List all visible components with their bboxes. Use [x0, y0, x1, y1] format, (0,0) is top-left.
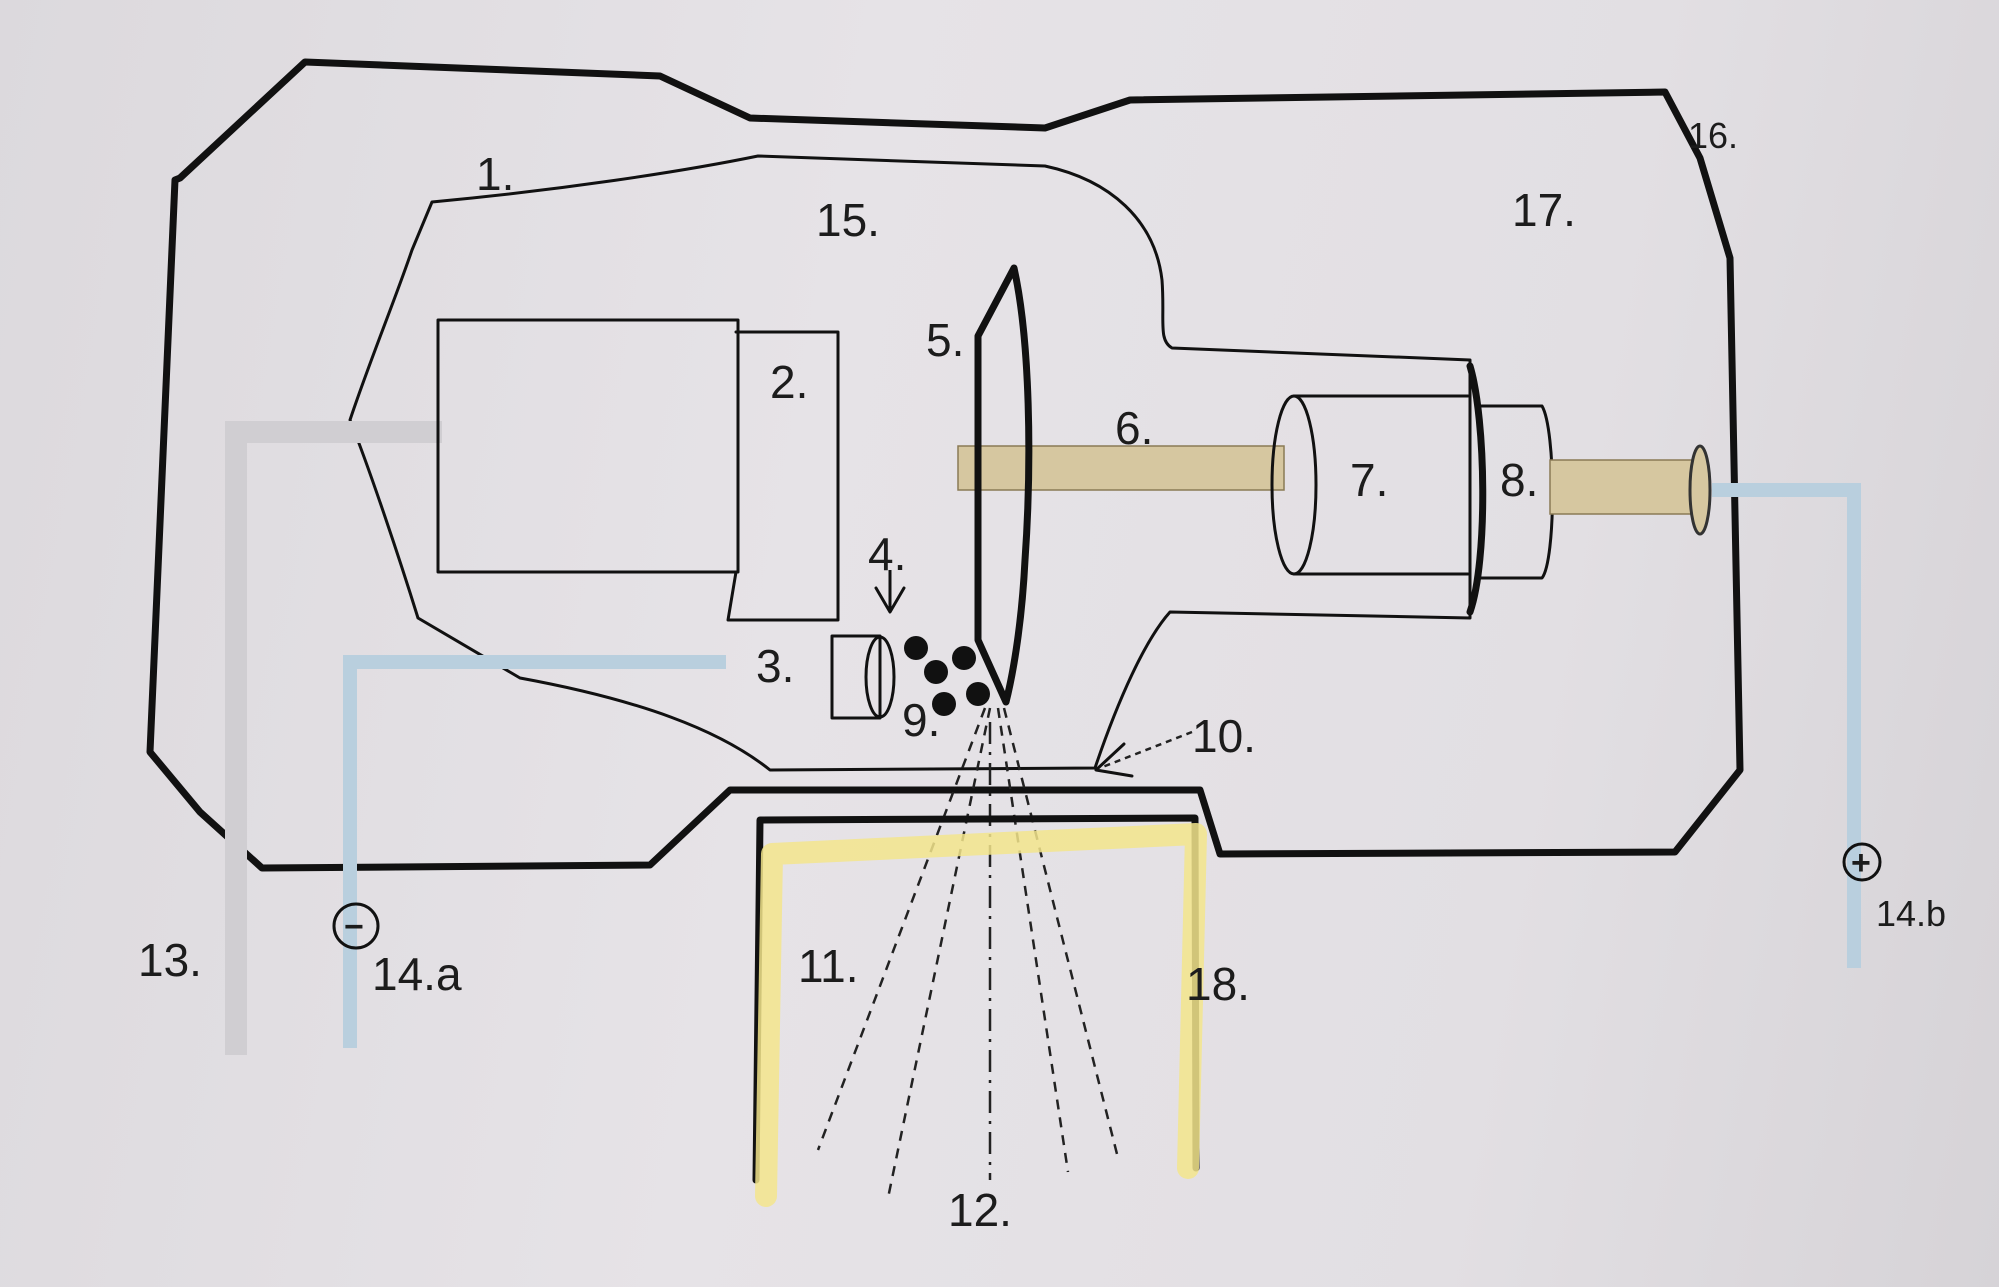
label-12: 12.	[948, 1184, 1012, 1236]
x-ray-beam	[816, 707, 1120, 1199]
filament-housing	[830, 634, 882, 720]
beam-ray	[816, 707, 987, 1151]
beam-ray	[886, 707, 992, 1199]
stator-seal	[1466, 362, 1487, 616]
rotor-shaft	[957, 445, 1285, 491]
label-8: 8.	[1500, 454, 1538, 506]
electron-cloud	[904, 636, 990, 716]
grey-cable	[225, 421, 442, 1055]
rotor-cylinder	[1292, 394, 1470, 576]
label-5: 5.	[926, 314, 964, 366]
label-2: 2.	[770, 356, 808, 408]
cathode-block	[436, 318, 740, 574]
electron	[952, 646, 976, 670]
label-15: 15.	[816, 194, 880, 246]
label-18: 18.	[1186, 958, 1250, 1010]
anode-disc	[974, 264, 1033, 706]
electron	[932, 692, 956, 716]
label-6: 6.	[1115, 402, 1153, 454]
minus-terminal-icon	[332, 902, 380, 950]
beam-ray	[1002, 707, 1120, 1159]
label-13: 13.	[138, 934, 202, 986]
plus-terminal-icon	[1842, 842, 1882, 882]
label-9: 9.	[902, 694, 940, 746]
minus-sign: −	[344, 908, 364, 946]
window-arrow-head	[1094, 742, 1134, 778]
blue-cable-anode	[1712, 483, 1861, 968]
beam-ray	[996, 707, 1070, 1173]
plus-sign: +	[1851, 844, 1871, 882]
highlight-marking	[755, 823, 1207, 1207]
label-14b: 14.b	[1876, 893, 1946, 934]
label-1: 1.	[476, 148, 514, 200]
tube-port	[752, 814, 1200, 1184]
label-7: 7.	[1350, 454, 1388, 506]
anode-connector-flange	[1688, 444, 1712, 536]
label-17: 17.	[1512, 184, 1576, 236]
label-3: 3.	[756, 640, 794, 692]
blue-cable-cathode	[343, 655, 726, 1048]
label-16: 16.	[1688, 115, 1738, 156]
label-11: 11.	[798, 940, 859, 992]
label-4: 4.	[868, 528, 906, 580]
tube-housing	[146, 58, 1744, 872]
cathode-focusing-cup	[726, 330, 840, 622]
rotor-end	[1270, 394, 1318, 576]
electron	[904, 636, 928, 660]
electron	[966, 682, 990, 706]
glass-envelope	[348, 154, 1472, 772]
window-arrow-line	[1099, 730, 1193, 770]
anode-connector	[1549, 459, 1701, 515]
label-10: 10.	[1192, 710, 1256, 762]
filament-arrow-head	[874, 586, 906, 614]
label-14a: 14.a	[372, 948, 462, 1000]
filament	[864, 635, 896, 719]
electron	[924, 660, 948, 684]
